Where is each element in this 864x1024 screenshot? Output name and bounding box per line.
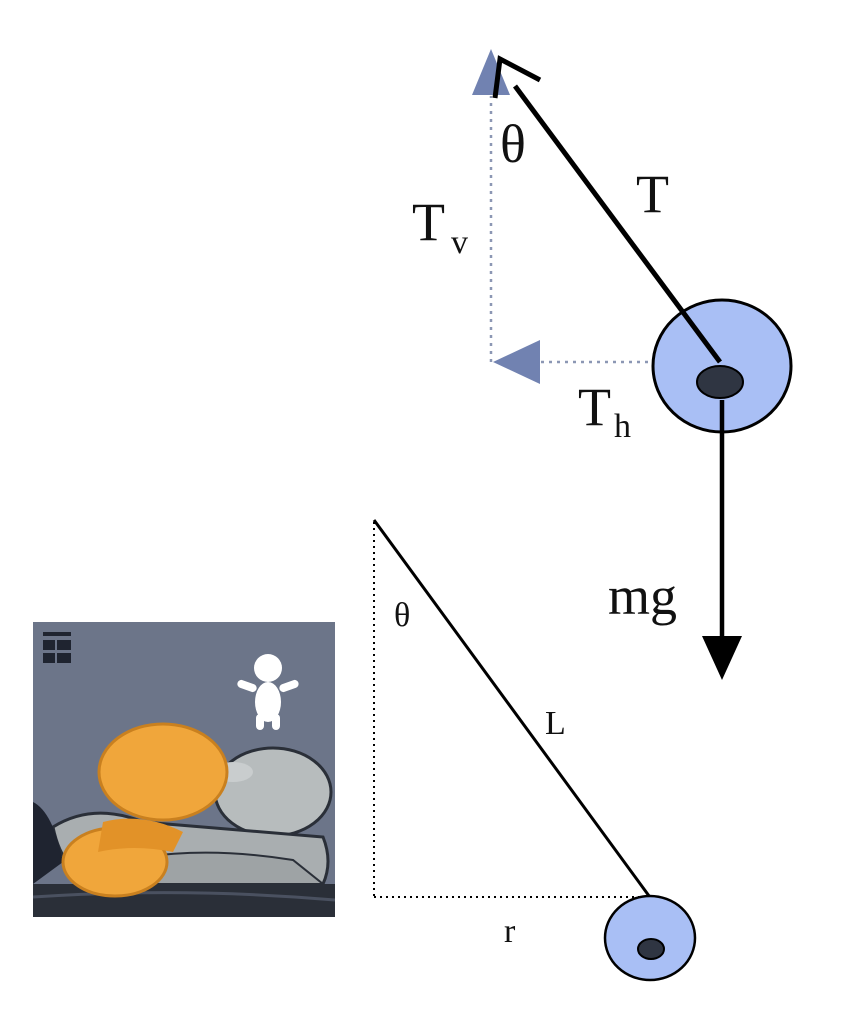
reclining-figure-icon <box>33 746 335 917</box>
radius-label: r <box>504 913 516 950</box>
tension-horizontal-subscript: h <box>614 408 631 445</box>
orange-shapes-icon <box>61 722 229 898</box>
pendulum-bob-lower-center <box>637 938 665 960</box>
logo-mark-icon <box>43 632 71 663</box>
weight-arrowhead <box>702 636 742 680</box>
floating-figure-icon <box>237 654 299 730</box>
vertical-component-arrowhead <box>472 49 510 95</box>
tension-arrowhead <box>492 55 542 99</box>
weight-label: mg <box>608 566 677 626</box>
length-label: L <box>545 705 566 742</box>
tension-arrow-shaft <box>512 84 723 364</box>
tension-label: T <box>636 164 669 224</box>
angle-label-upper: θ <box>500 114 526 174</box>
horizontal-component-arrowhead <box>493 340 540 384</box>
tension-vertical-subscript: v <box>451 224 468 261</box>
artwork-thumbnail <box>33 622 335 917</box>
pendulum-bob-upper-center <box>696 365 744 399</box>
string-line <box>372 519 654 901</box>
pendulum-bob-lower <box>603 894 697 982</box>
angle-label-lower: θ <box>394 597 410 634</box>
tension-horizontal-label: T <box>578 377 611 437</box>
tension-vertical-label: T <box>412 192 445 252</box>
